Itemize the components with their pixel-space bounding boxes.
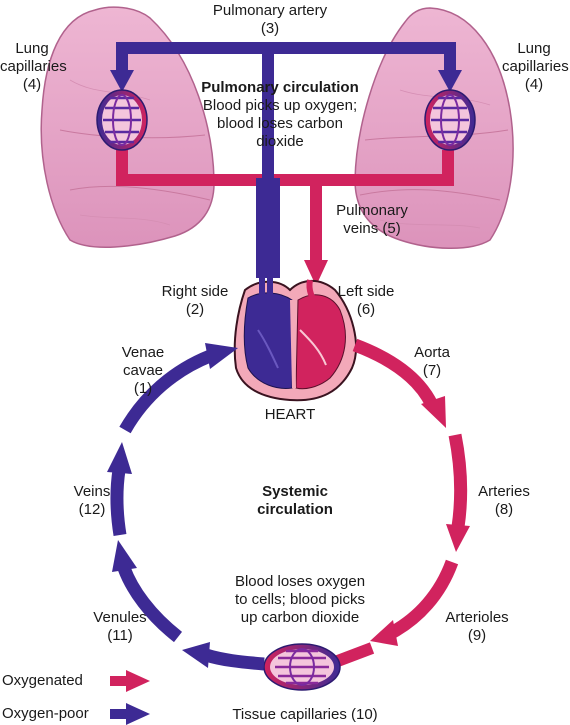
lung-capillaries-left-icon [96, 89, 148, 151]
venae-cavae-label: Venae cavae (1) [121, 344, 165, 397]
arterioles-label: Arterioles (9) [445, 609, 509, 644]
tissue-capillaries-label: Tissue capillaries (10) [232, 706, 378, 723]
legend-oxygenated-label: Oxygenated [2, 672, 83, 689]
arterioles-arrow [370, 559, 459, 646]
pulmonary-artery-vessel [110, 42, 462, 278]
pulmonary-veins-vessel [116, 148, 454, 286]
legend-oxygen-poor-arrow [110, 703, 150, 725]
tissue-capillaries-icon [263, 643, 341, 691]
heart-label: HEART [264, 406, 316, 423]
venules-arrow [182, 642, 265, 671]
legend-oxygen-poor-label: Oxygen-poor [2, 705, 89, 722]
heart-icon [233, 274, 357, 402]
pulmonary-artery-label: Pulmonary artery (3) [212, 2, 328, 37]
veins-label: Veins (12) [73, 483, 111, 518]
systemic-circulation-label: Systemic circulation [257, 483, 333, 518]
lung-capillaries-right-icon [424, 89, 476, 151]
right-side-label: Right side (2) [161, 283, 229, 318]
venules-label: Venules (11) [93, 609, 147, 644]
venae-cavae-arrow [119, 343, 238, 434]
pulmonary-circulation-label: Pulmonary circulation Blood picks up oxy… [180, 79, 380, 151]
pulmonary-veins-label: Pulmonary veins (5) [336, 202, 408, 237]
aorta-arrow [352, 338, 446, 428]
tissue-exchange-label: Blood loses oxygen to cells; blood picks… [234, 573, 366, 626]
arteriole-vessel [332, 642, 375, 668]
lung-capillaries-left-label: Lung capillaries (4) [0, 40, 67, 93]
pulmonary-circulation-title: Pulmonary circulation [201, 79, 359, 96]
veins-arrow [107, 442, 132, 537]
arteries-label: Arteries (8) [478, 483, 530, 518]
aorta-label: Aorta (7) [414, 344, 450, 379]
veins-lower-arrow [112, 540, 183, 643]
lung-capillaries-right-label: Lung capillaries (4) [502, 40, 569, 93]
left-side-label: Left side (6) [337, 283, 395, 318]
arteries-arrow [446, 433, 470, 552]
legend-oxygenated-arrow [110, 670, 150, 692]
